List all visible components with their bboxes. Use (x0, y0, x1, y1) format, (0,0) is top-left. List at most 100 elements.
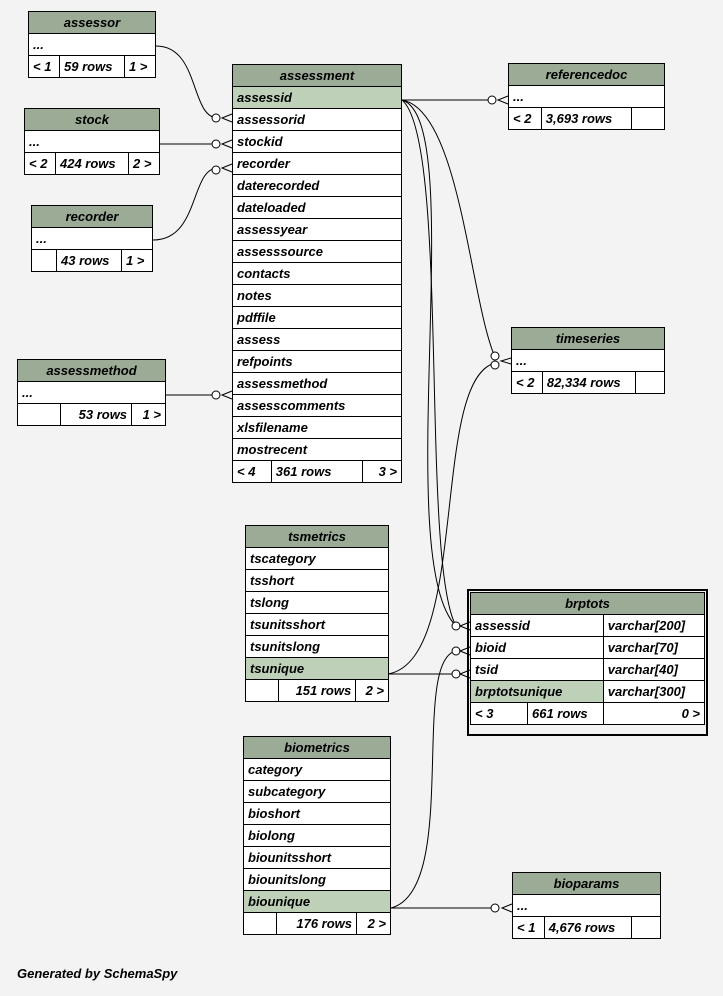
table-column: mostrecent (232, 438, 402, 461)
prev-link[interactable]: < 3 (470, 702, 528, 725)
table-column: subcategory (243, 780, 391, 803)
table-referencedoc[interactable]: referencedoc ... < 2 3,693 rows (508, 63, 665, 130)
table-column: assessorid (232, 108, 402, 131)
next-link[interactable]: 2 > (128, 152, 160, 175)
column-type: varchar[200] (602, 614, 706, 637)
key-column: biounique (243, 890, 391, 913)
table-column: daterecorded (232, 174, 402, 197)
table-column: biounitsshort (243, 846, 391, 869)
column-name: tsid (470, 658, 604, 681)
prev-link[interactable] (17, 403, 61, 426)
table-column: xlsfilename (232, 416, 402, 439)
prev-link[interactable]: < 2 (508, 107, 542, 130)
table-column: notes (232, 284, 402, 307)
table-column: bioshort (243, 802, 391, 825)
column-type: varchar[70] (602, 636, 706, 659)
prev-link[interactable]: < 4 (232, 460, 272, 483)
table-column: pdffile (232, 306, 402, 329)
table-title[interactable]: timeseries (511, 327, 665, 350)
table-column: stockid (232, 130, 402, 153)
table-column: ... (28, 33, 156, 56)
table-title[interactable]: bioparams (512, 872, 661, 895)
table-column: dateloaded (232, 196, 402, 219)
table-title[interactable]: biometrics (243, 736, 391, 759)
table-column: assesssource (232, 240, 402, 263)
prev-link[interactable] (243, 912, 277, 935)
table-stock[interactable]: stock ... < 2 424 rows 2 > (24, 108, 160, 175)
table-column: ... (31, 227, 153, 250)
row-count: 176 rows (275, 912, 358, 935)
row-count: 82,334 rows (541, 371, 637, 394)
table-column: assess (232, 328, 402, 351)
table-title[interactable]: tsmetrics (245, 525, 389, 548)
table-timeseries[interactable]: timeseries ... < 2 82,334 rows (511, 327, 665, 394)
table-column: tsunitslong (245, 635, 389, 658)
prev-link[interactable]: < 2 (24, 152, 56, 175)
row-count: 361 rows (270, 460, 364, 483)
table-biometrics[interactable]: biometrics category subcategory bioshort… (243, 736, 391, 935)
table-column: ... (511, 349, 665, 372)
table-assessmethod[interactable]: assessmethod ... 53 rows 1 > (17, 359, 166, 426)
table-title[interactable]: stock (24, 108, 160, 131)
table-column: assessyear (232, 218, 402, 241)
row-count: 4,676 rows (543, 916, 633, 939)
column-name: assessid (470, 614, 604, 637)
table-recorder[interactable]: recorder ... 43 rows 1 > (31, 205, 154, 272)
next-link[interactable]: 1 > (120, 249, 154, 272)
table-column: assesscomments (232, 394, 402, 417)
table-assessor[interactable]: assessor ... < 1 59 rows 1 > (27, 11, 157, 78)
key-column: assessid (232, 86, 402, 109)
row-count: 59 rows (59, 55, 125, 78)
table-column: recorder (232, 152, 402, 175)
table-column: tsunitsshort (245, 613, 389, 636)
column-type: varchar[40] (602, 658, 706, 681)
table-column: tscategory (245, 547, 389, 570)
next-link[interactable]: 2 > (356, 912, 391, 935)
key-column: tsunique (245, 657, 389, 680)
table-column: tsshort (245, 569, 389, 592)
table-column: ... (508, 85, 665, 108)
table-brptots[interactable]: brptots assessid varchar[200] bioid varc… (470, 592, 706, 725)
column-type: varchar[300] (602, 680, 706, 703)
table-column: contacts (232, 262, 402, 285)
prev-link[interactable]: < 1 (27, 55, 61, 78)
table-title[interactable]: brptots (470, 592, 705, 615)
row-count: 424 rows (54, 152, 130, 175)
table-title[interactable]: assessor (28, 11, 156, 34)
next-link[interactable]: 3 > (362, 460, 402, 483)
table-column: tslong (245, 591, 389, 614)
row-count: 43 rows (56, 249, 122, 272)
next-link[interactable] (635, 371, 665, 394)
next-link[interactable]: 1 > (123, 55, 157, 78)
table-title[interactable]: assessmethod (17, 359, 166, 382)
column-name: bioid (470, 636, 604, 659)
table-column: ... (24, 130, 160, 153)
table-title[interactable]: recorder (31, 205, 153, 228)
table-column: assessmethod (232, 372, 402, 395)
next-link[interactable] (631, 916, 661, 939)
table-bioparams[interactable]: bioparams ... < 1 4,676 rows (512, 872, 661, 939)
table-title[interactable]: assessment (232, 64, 402, 87)
generated-by-footer[interactable]: Generated by SchemaSpy (17, 966, 178, 981)
next-link[interactable] (631, 107, 665, 130)
row-count: 3,693 rows (540, 107, 633, 130)
next-link[interactable]: 1 > (131, 403, 166, 426)
table-title[interactable]: referencedoc (508, 63, 665, 86)
table-column: category (243, 758, 391, 781)
row-count: 151 rows (277, 679, 357, 702)
key-column-name: brptotsunique (470, 680, 604, 703)
table-column: refpoints (232, 350, 402, 373)
row-count: 53 rows (59, 403, 133, 426)
table-assessment[interactable]: assessment assessid assessorid stockid r… (232, 64, 402, 483)
table-column: ... (17, 381, 166, 404)
table-column: ... (512, 894, 661, 917)
prev-link[interactable] (245, 679, 279, 702)
row-count: 661 rows (527, 702, 604, 725)
prev-link[interactable]: < 2 (511, 371, 543, 394)
table-tsmetrics[interactable]: tsmetrics tscategory tsshort tslong tsun… (245, 525, 389, 702)
next-link[interactable]: 2 > (355, 679, 389, 702)
prev-link[interactable] (31, 249, 57, 272)
table-column: biolong (243, 824, 391, 847)
next-link[interactable]: 0 > (602, 702, 706, 725)
prev-link[interactable]: < 1 (512, 916, 545, 939)
